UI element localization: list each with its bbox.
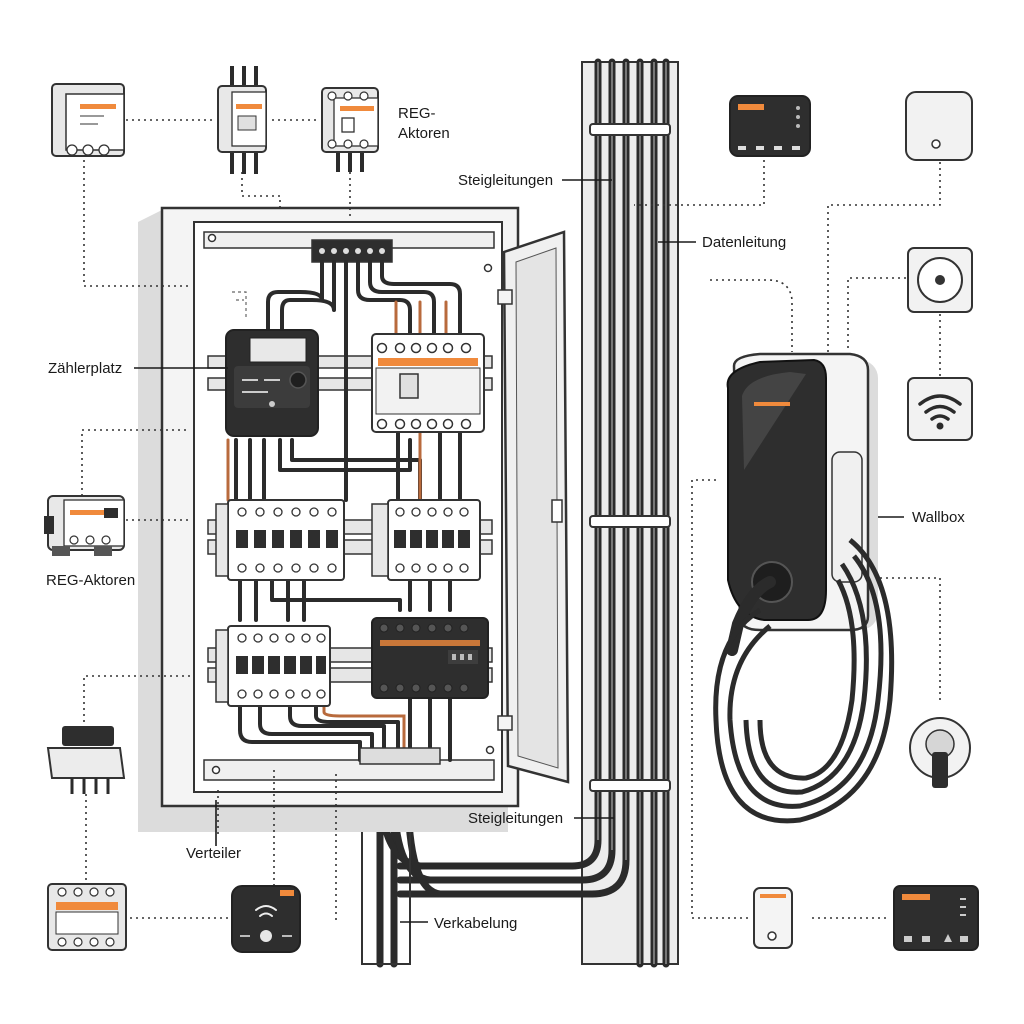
plug-icon [909,717,971,788]
reg-actuator-icon [44,495,125,556]
electricity-meter [225,329,319,437]
breaker-row-upper-right [371,499,481,581]
dotted-connectors [81,119,941,920]
smart-display-icon [729,95,811,157]
main-switch-block [371,333,485,433]
label-wallbox: Wallbox [912,509,965,526]
top-terminal-block [311,239,393,263]
label-datenleitung: Datenleitung [702,234,786,251]
label-reg-aktoren-top-line1: REG- [398,105,436,122]
label-verkabelung: Verkabelung [434,915,517,932]
label-reg-aktoren-top-line2: Aktoren [398,125,450,142]
label-zaehlerplatz: Zählerplatz [48,360,122,377]
breaker-row-upper-left [215,499,345,581]
din-rail-contactor-icon [217,66,267,174]
label-steigleitungen-bottom: Steigleitungen [468,810,563,827]
actuator-module [371,617,489,699]
din-rail-relay-icon [321,87,379,172]
distribution-cabinet [138,206,520,832]
motion-sensor-icon [905,91,973,161]
voice-assistant-icon [231,885,301,953]
wallbox-charger [713,352,895,824]
din-module-icon [47,883,127,951]
din-rail-module-icon [51,83,125,157]
bottom-terminal-block [359,747,441,765]
socket-icon [907,247,973,313]
label-reg-aktoren-left: REG-Aktoren [46,572,135,589]
label-steigleitungen-top: Steigleitungen [458,172,553,189]
terminal-block-icon [46,726,126,794]
wifi-icon [907,377,973,441]
remote-control-icon [753,887,793,949]
breaker-row-lower-left [215,625,331,707]
cabinet-door [497,230,570,784]
label-verteiler: Verteiler [186,845,241,862]
control-panel-icon [893,885,979,951]
